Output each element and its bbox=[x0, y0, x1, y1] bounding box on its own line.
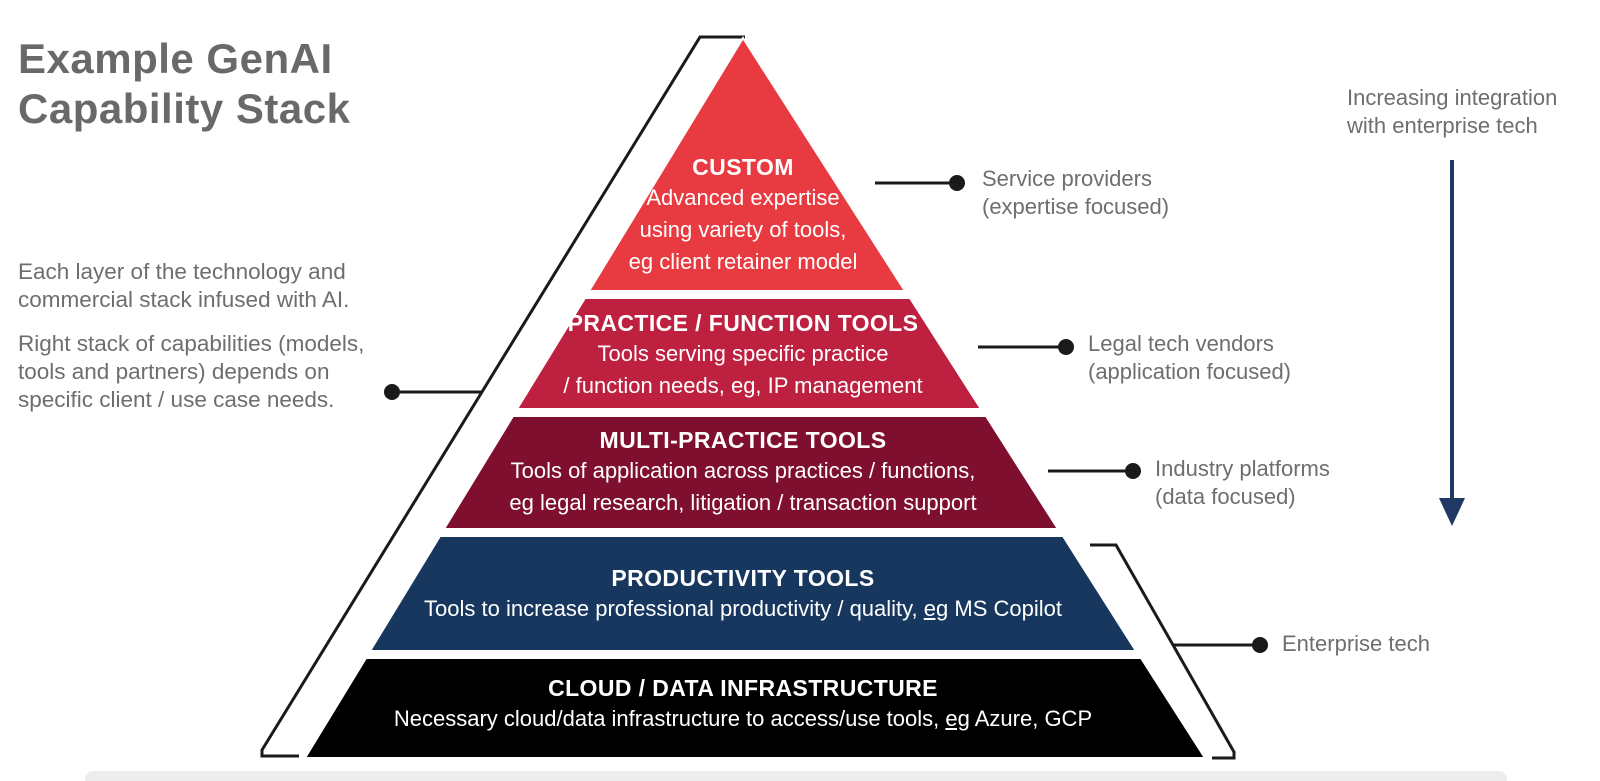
layer-desc-line: using variety of tools, bbox=[639, 217, 847, 242]
page-title-line2: Capability Stack bbox=[18, 85, 351, 132]
note-paragraph-2: Right stack of capabilities (models, too… bbox=[18, 331, 365, 412]
desc-part: Azure, GCP bbox=[969, 706, 1093, 731]
callout-line2: (expertise focused) bbox=[982, 194, 1170, 219]
layer-multi-practice-text: MULTI-PRACTICE TOOLS Tools of applicatio… bbox=[343, 425, 1143, 519]
integration-annotation: Increasing integration with enterprise t… bbox=[1347, 84, 1557, 140]
desc-part-underlined: eg bbox=[923, 596, 949, 621]
left-bracket bbox=[260, 35, 745, 758]
layer-desc-line: Tools serving specific practice bbox=[597, 341, 889, 366]
callout-legal-tech-vendors: Legal tech vendors (application focused) bbox=[1088, 330, 1291, 386]
callout-enterprise-tech: Enterprise tech bbox=[1282, 630, 1430, 658]
callout-line2: (data focused) bbox=[1155, 484, 1296, 509]
callout-line1: Service providers bbox=[982, 166, 1152, 191]
callout-industry-platforms: Industry platforms (data focused) bbox=[1155, 455, 1330, 511]
callout-line2: (application focused) bbox=[1088, 359, 1292, 384]
layer-desc-line: Tools of application across practices / … bbox=[510, 458, 976, 483]
pyramid-layer-cloud-data-infrastructure bbox=[303, 657, 1207, 759]
layer-desc-line: eg client retainer model bbox=[628, 249, 858, 274]
callout-service-providers: Service providers (expertise focused) bbox=[982, 165, 1169, 221]
desc-part: Necessary cloud/data infrastructure to a… bbox=[393, 706, 946, 731]
enterprise-tech-connector-dot bbox=[1252, 637, 1268, 653]
layer-title: MULTI-PRACTICE TOOLS bbox=[599, 427, 887, 453]
page-title-line1: Example GenAI bbox=[18, 35, 333, 82]
annotation-line2: with enterprise tech bbox=[1347, 113, 1538, 138]
service-providers-connector-dot bbox=[949, 175, 965, 191]
callout-line1: Industry platforms bbox=[1155, 456, 1330, 481]
layer-practice-function-text: PRACTICE / FUNCTION TOOLS Tools serving … bbox=[343, 308, 1143, 402]
layer-title: PRODUCTIVITY TOOLS bbox=[611, 565, 875, 591]
footer-bar bbox=[85, 771, 1507, 781]
layer-cloud-data-text: CLOUD / DATA INFRASTRUCTURE Necessary cl… bbox=[343, 673, 1143, 735]
layer-custom-text: CUSTOM Advanced expertise using variety … bbox=[343, 152, 1143, 278]
layer-title: PRACTICE / FUNCTION TOOLS bbox=[567, 310, 919, 336]
callout-line1: Enterprise tech bbox=[1282, 631, 1430, 656]
layer-title: CUSTOM bbox=[692, 154, 794, 180]
note-paragraph-1: Each layer of the technology and commerc… bbox=[18, 259, 350, 312]
pyramid-layer-practice-function-tools bbox=[515, 297, 983, 410]
annotation-line1: Increasing integration bbox=[1347, 85, 1558, 110]
desc-part-underlined: eg bbox=[945, 706, 970, 731]
left-note-connector-dot bbox=[384, 384, 400, 400]
desc-part: Tools to increase professional productiv… bbox=[424, 596, 924, 621]
pyramid-layer-productivity-tools bbox=[368, 535, 1138, 652]
industry-platforms-connector-dot bbox=[1125, 463, 1141, 479]
pyramid-layer-multi-practice-tools bbox=[442, 415, 1060, 530]
callout-line1: Legal tech vendors bbox=[1088, 331, 1274, 356]
integration-arrow-head bbox=[1439, 498, 1465, 526]
pyramid-layer-custom bbox=[587, 36, 907, 292]
page-title: Example GenAI Capability Stack bbox=[18, 34, 350, 134]
legal-tech-vendors-connector-dot bbox=[1058, 339, 1074, 355]
layer-desc-line: eg legal research, litigation / transact… bbox=[509, 490, 977, 515]
right-bracket bbox=[1090, 543, 1236, 760]
layer-desc-line: Tools to increase professional productiv… bbox=[343, 593, 1143, 625]
layer-productivity-text: PRODUCTIVITY TOOLS Tools to increase pro… bbox=[343, 563, 1143, 625]
desc-part: MS Copilot bbox=[948, 596, 1062, 621]
layer-desc-line: Necessary cloud/data infrastructure to a… bbox=[343, 703, 1143, 735]
layer-desc-line: / function needs, eg, IP management bbox=[563, 373, 923, 398]
layer-title: CLOUD / DATA INFRASTRUCTURE bbox=[548, 675, 938, 701]
layer-desc-line: Advanced expertise bbox=[646, 185, 840, 210]
